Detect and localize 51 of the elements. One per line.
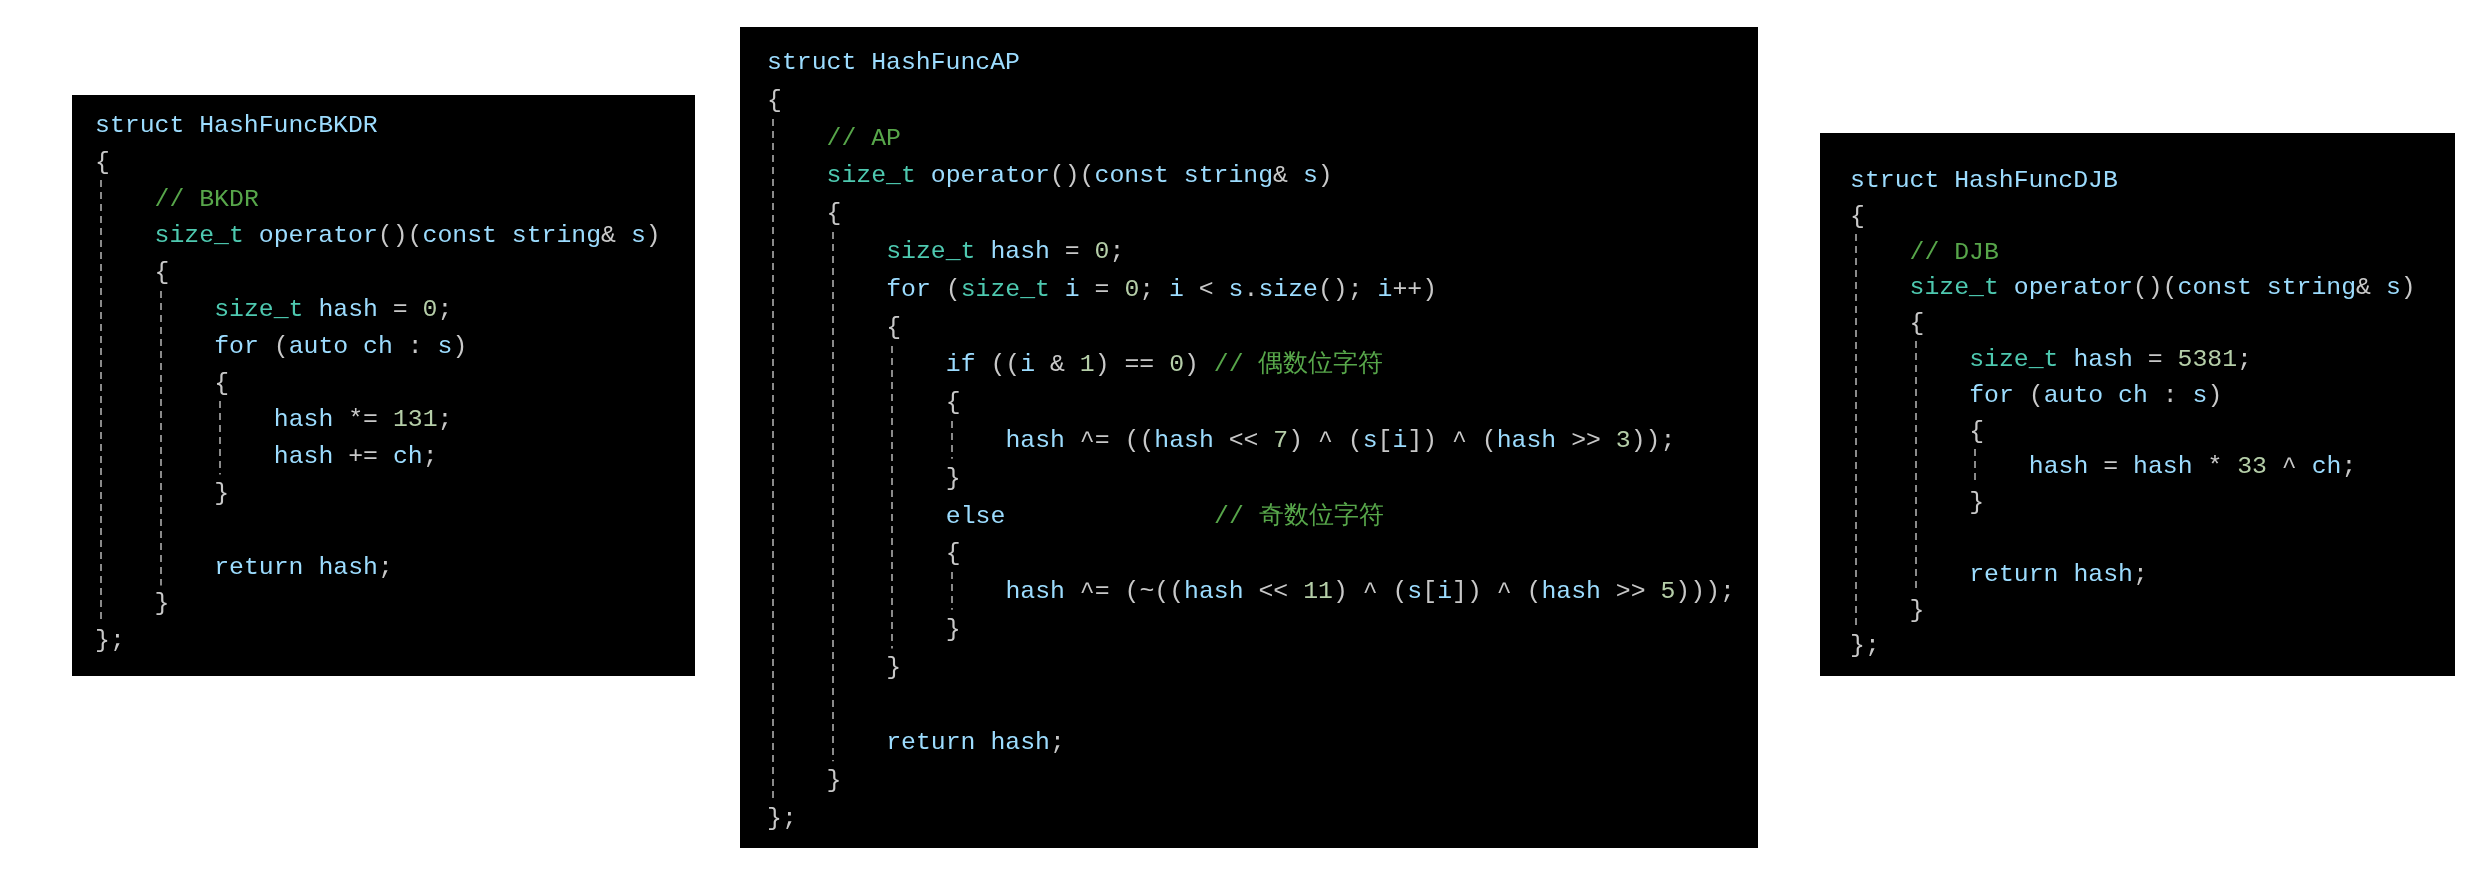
code-line: { — [945, 387, 961, 418]
code-line: }; — [1850, 630, 1880, 661]
code-line: } — [945, 462, 961, 493]
code-line: { — [95, 146, 110, 177]
code-line: { — [826, 198, 842, 229]
code-line: { — [154, 257, 170, 288]
code-line: } — [1969, 487, 1985, 518]
code-line: return hash; — [886, 727, 1065, 758]
code-line: for (auto ch : s) — [214, 330, 468, 361]
code-panel — [72, 95, 695, 676]
code-line: } — [886, 651, 902, 682]
code-line: size_t operator()(const string& s) — [826, 160, 1333, 191]
code-line: return hash; — [1969, 558, 2148, 589]
code-line: hash += ch; — [273, 441, 438, 472]
code-line: { — [1850, 200, 1865, 231]
code-line: { — [1909, 308, 1925, 339]
code-line: { — [945, 538, 961, 569]
code-line: { — [214, 367, 230, 398]
code-line: size_t operator()(const string& s) — [154, 220, 661, 251]
code-line: if ((i & 1) == 0) // 偶数位字符 — [945, 349, 1384, 380]
code-line: } — [826, 765, 842, 796]
code-line: struct HashFuncDJB — [1850, 165, 2118, 195]
code-line: return hash; — [214, 551, 393, 582]
code-line: } — [154, 588, 170, 619]
code-line: hash *= 131; — [273, 404, 453, 435]
code-line: size_t hash = 0; — [214, 294, 453, 324]
code-line: size_t operator()(const string& s) — [1909, 272, 2416, 303]
code-line: size_t hash = 5381; — [1969, 344, 2252, 374]
code-line: for (auto ch : s) — [1969, 379, 2223, 410]
code-line: // DJB — [1909, 236, 1999, 267]
code-line: } — [945, 614, 961, 644]
code-line: // BKDR — [154, 183, 259, 214]
code-line: { — [767, 84, 782, 115]
code-line: struct HashFuncAP — [767, 47, 1020, 77]
code-line: } — [1909, 594, 1925, 625]
code-line: { — [886, 311, 902, 342]
code-line: { — [1969, 415, 1985, 446]
code-panel — [1820, 133, 2455, 676]
code-line: hash ^= (~((hash << 11) ^ (s[i]) ^ (hash >> 5))); — [1005, 576, 1735, 607]
code-line: // AP — [826, 122, 901, 153]
code-line: else — [945, 500, 1006, 531]
code-panel — [740, 27, 1758, 848]
code-line: }; — [95, 625, 125, 656]
code-line: hash ^= ((hash << 7) ^ (s[i]) ^ (hash >> 3)); — [1005, 425, 1676, 455]
code-line: }; — [767, 803, 797, 833]
code-line: // 奇数位字符 — [1214, 500, 1384, 531]
code-line: for (size_t i = 0; i < s.size(); i++) — [886, 273, 1438, 304]
code-line: } — [214, 478, 230, 508]
code-line: hash = hash * 33 ^ ch; — [2028, 451, 2357, 482]
code-line: struct HashFuncBKDR — [95, 110, 378, 140]
code-line: size_t hash = 0; — [886, 236, 1125, 266]
